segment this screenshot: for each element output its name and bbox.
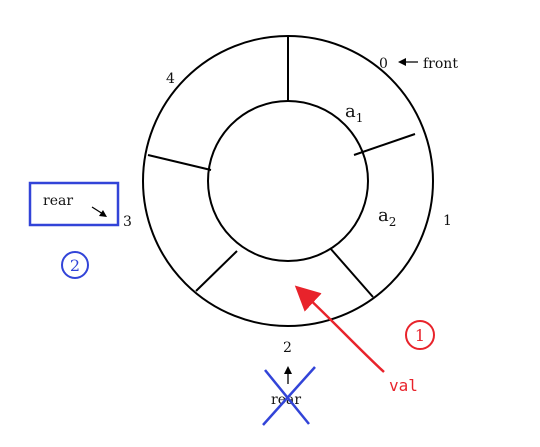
- cross-out-mark: [262, 366, 316, 426]
- divider-slot-3-4: [147, 154, 212, 171]
- index-label-2: 2: [283, 340, 292, 356]
- step-2-marker: [61, 251, 89, 279]
- element-a2: a2: [378, 205, 396, 229]
- front-label: front: [423, 56, 458, 72]
- step-1-marker: [405, 320, 435, 350]
- inner-ring: [207, 100, 369, 262]
- new-rear-box: [28, 181, 120, 227]
- front-pointer-arrow: [398, 58, 418, 66]
- index-label-1: 1: [443, 213, 452, 229]
- divider-slot-2-3: [195, 250, 238, 292]
- index-label-0: 0: [379, 56, 388, 72]
- new-rear-pointer-arrow: [91, 206, 107, 217]
- element-a1: a1: [345, 101, 363, 125]
- index-label-4: 4: [166, 71, 175, 87]
- step-1-label: 1: [415, 326, 425, 345]
- divider-slot-0-1: [353, 133, 416, 156]
- val-label: val: [389, 376, 418, 395]
- index-label-3: 3: [123, 214, 132, 230]
- new-rear-label: rear: [43, 193, 73, 209]
- divider-slot-1-2: [329, 247, 374, 298]
- old-rear-pointer-arrow: [284, 366, 292, 384]
- val-insert-arrow: [294, 285, 385, 373]
- step-2-label: 2: [70, 256, 80, 275]
